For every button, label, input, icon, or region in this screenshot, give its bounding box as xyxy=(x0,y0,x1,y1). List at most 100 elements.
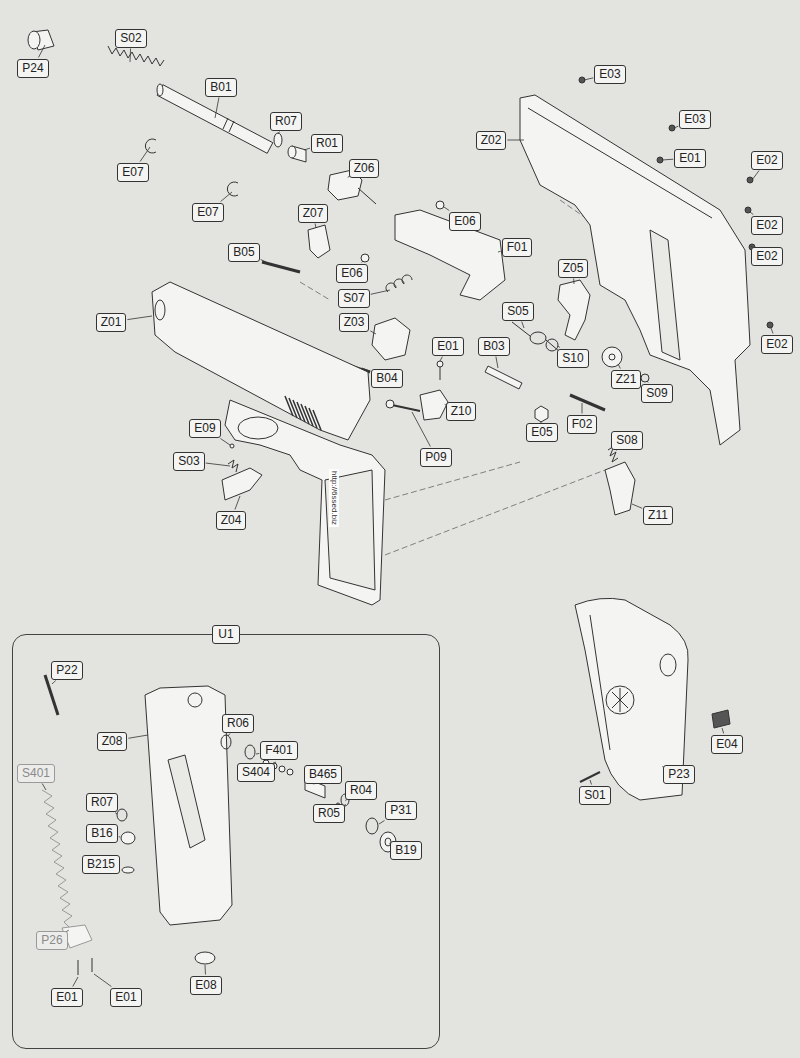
callout-box: S09 xyxy=(641,384,672,403)
callout-number: B03 xyxy=(483,339,504,354)
callout-box: Z07 xyxy=(298,204,329,223)
callout-box: Z01 xyxy=(96,313,127,332)
callout-box: S401 xyxy=(17,764,55,783)
leader-line xyxy=(582,403,583,414)
callout-number: E02 xyxy=(756,153,777,168)
leader-line xyxy=(618,364,620,369)
leader-line xyxy=(507,140,524,141)
callout-number: S404 xyxy=(242,765,270,780)
callout-number: R07 xyxy=(91,795,113,810)
callout-box: S05 xyxy=(502,302,533,321)
callout-number: F02 xyxy=(572,417,593,432)
leader-line xyxy=(119,836,120,837)
callout-number: Z05 xyxy=(563,261,584,276)
callout-number: B04 xyxy=(376,371,397,386)
callout-box: E02 xyxy=(761,335,792,354)
leader-line xyxy=(228,734,230,737)
callout-number: Z06 xyxy=(354,161,375,176)
callout-box: R04 xyxy=(345,781,377,800)
callout-box: E02 xyxy=(751,247,782,266)
leader-line xyxy=(220,439,230,446)
callout-box: S08 xyxy=(611,431,642,450)
callout-box: E01 xyxy=(432,337,463,356)
callout-box: E09 xyxy=(189,419,220,438)
callout-box: Z04 xyxy=(216,511,247,530)
leader-line xyxy=(362,368,370,371)
callout-box: Z08 xyxy=(97,732,128,751)
callout-box: Z10 xyxy=(446,402,477,421)
callout-number: B19 xyxy=(395,843,416,858)
callout-number: S05 xyxy=(507,304,528,319)
callout-number: E07 xyxy=(122,165,143,180)
leader-line xyxy=(140,147,150,162)
callout-number: Z01 xyxy=(101,315,122,330)
callout-box: R05 xyxy=(313,804,345,823)
callout-number: Z10 xyxy=(451,404,472,419)
callout-box: E07 xyxy=(117,163,148,182)
callout-number: E03 xyxy=(599,67,620,82)
leader-line xyxy=(590,780,591,785)
leader-line xyxy=(73,977,78,987)
callout-number: S01 xyxy=(584,788,605,803)
callout-number: E02 xyxy=(756,249,777,264)
callout-box: B01 xyxy=(205,78,236,97)
callout-box: R07 xyxy=(270,112,302,131)
callout-box: F02 xyxy=(567,415,598,434)
callout-number: Z08 xyxy=(102,734,123,749)
callout-number: B05 xyxy=(233,245,254,260)
callout-box: P09 xyxy=(420,448,451,467)
leader-line xyxy=(256,753,259,755)
callout-box: R01 xyxy=(311,134,343,153)
leader-line xyxy=(498,251,501,253)
callout-box: E01 xyxy=(110,988,141,1007)
leader-line xyxy=(127,316,152,320)
leader-line xyxy=(215,98,219,119)
leader-line xyxy=(647,381,648,383)
callout-number: E01 xyxy=(679,151,700,166)
leader-line xyxy=(558,346,560,348)
assembly-group-frame: U1P22R06Z08F401S404B465S401R04R07P31R05B… xyxy=(12,634,440,1049)
callout-number: E01 xyxy=(437,339,458,354)
callout-box: B215 xyxy=(82,855,120,874)
callout-box: S02 xyxy=(115,29,146,48)
callout-number: P09 xyxy=(425,450,446,465)
callout-number: S07 xyxy=(343,291,364,306)
callout-number: P23 xyxy=(668,767,689,782)
leader-line xyxy=(42,784,46,791)
callout-box: Z02 xyxy=(476,131,507,150)
leader-line xyxy=(52,681,56,685)
callout-number: R05 xyxy=(318,806,340,821)
leader-line xyxy=(752,171,759,181)
leader-line xyxy=(206,463,230,466)
leader-line xyxy=(771,328,773,334)
callout-box: P23 xyxy=(663,765,694,784)
leader-line xyxy=(38,45,45,58)
callout-number: P31 xyxy=(390,803,411,818)
callout-box: P24 xyxy=(17,59,48,78)
callout-box: E07 xyxy=(192,203,223,222)
callout-number: Z21 xyxy=(616,372,637,387)
callout-box: B05 xyxy=(228,243,259,262)
callout-box: E01 xyxy=(674,149,705,168)
leader-line xyxy=(205,965,206,975)
callout-number: E04 xyxy=(716,737,737,752)
callout-number: E07 xyxy=(197,205,218,220)
callout-box: P22 xyxy=(51,661,82,680)
callout-box: B465 xyxy=(304,765,342,784)
leader-line xyxy=(632,504,642,508)
callout-box: F01 xyxy=(502,238,533,257)
leader-line xyxy=(616,450,617,452)
leader-line xyxy=(584,78,593,80)
callout-box: S03 xyxy=(173,452,204,471)
callout-box: S01 xyxy=(579,786,610,805)
callout-box: E06 xyxy=(336,264,367,283)
callout-box: Z06 xyxy=(349,159,380,178)
callout-box: P31 xyxy=(385,801,416,820)
leader-line xyxy=(261,260,266,262)
callout-number: P26 xyxy=(41,933,62,948)
callout-number: B16 xyxy=(91,826,112,841)
leader-line xyxy=(379,821,384,825)
callout-box: P26 xyxy=(36,931,67,950)
leader-line xyxy=(94,974,111,987)
